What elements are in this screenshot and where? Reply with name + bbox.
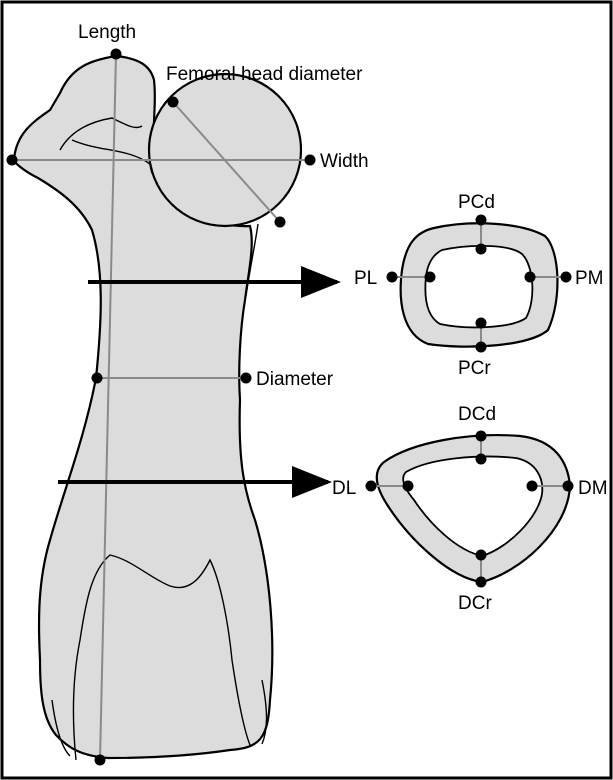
proximal-top-label: PCd [458, 192, 495, 213]
femoral-head-diameter-label: Femoral head diameter [166, 64, 363, 85]
femoral-head-top-point [168, 97, 179, 108]
proximal-right-inner-point [525, 272, 536, 283]
distal-top-label: DCd [458, 404, 496, 425]
distal-cross-section [366, 431, 574, 588]
distal-bottom-label: DCr [458, 593, 492, 614]
proximal-medullary [425, 246, 532, 327]
proximal-left-inner-point [425, 272, 436, 283]
proximal-top-inner-point [476, 244, 487, 255]
proximal-bottom-label: PCr [458, 358, 491, 379]
proximal-bottom-inner-point [476, 318, 487, 329]
distal-right-inner-point [527, 481, 538, 492]
distal-bottom-inner-point [476, 550, 487, 561]
length-label: Length [78, 22, 136, 43]
femur [7, 49, 316, 766]
distal-left-inner-point [403, 481, 414, 492]
width-left-point [7, 155, 18, 166]
width-label: Width [320, 151, 369, 172]
proximal-bottom-outer-point [476, 342, 487, 353]
femoral-head-bottom-point [275, 217, 286, 228]
length-bottom-point [95, 755, 106, 766]
width-right-point [305, 155, 316, 166]
length-top-point [111, 49, 122, 60]
distal-left-label: DL [332, 478, 356, 499]
diameter-right-point [241, 373, 252, 384]
proximal-right-label: PM [575, 268, 604, 289]
diameter-label: Diameter [256, 369, 334, 390]
proximal-left-label: PL [354, 268, 377, 289]
proximal-top-outer-point [476, 215, 487, 226]
diameter-left-point [92, 373, 103, 384]
distal-top-outer-point [476, 431, 487, 442]
distal-top-inner-point [476, 454, 487, 465]
proximal-cross-section [387, 215, 572, 353]
proximal-left-outer-point [387, 272, 398, 283]
distal-left-outer-point [366, 481, 377, 492]
distal-right-label: DM [578, 478, 608, 499]
distal-right-outer-point [563, 481, 574, 492]
proximal-right-outer-point [561, 272, 572, 283]
distal-bottom-outer-point [476, 577, 487, 588]
